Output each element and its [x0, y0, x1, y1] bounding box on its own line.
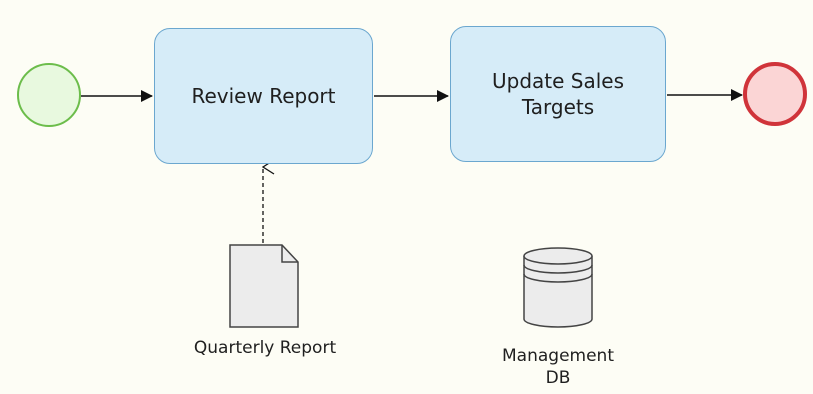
task-label: Update Sales Targets: [491, 69, 625, 119]
task-review-report[interactable]: Review Report: [154, 28, 373, 164]
database-icon[interactable]: [523, 247, 593, 328]
end-event[interactable]: [743, 62, 807, 126]
task-label: Review Report: [191, 84, 336, 108]
document-icon[interactable]: [229, 244, 299, 328]
start-event[interactable]: [17, 63, 81, 127]
management-db-label: Management DB: [502, 346, 614, 388]
quarterly-report-label: Quarterly Report: [193, 338, 337, 358]
task-update-sales-targets[interactable]: Update Sales Targets: [450, 26, 666, 162]
